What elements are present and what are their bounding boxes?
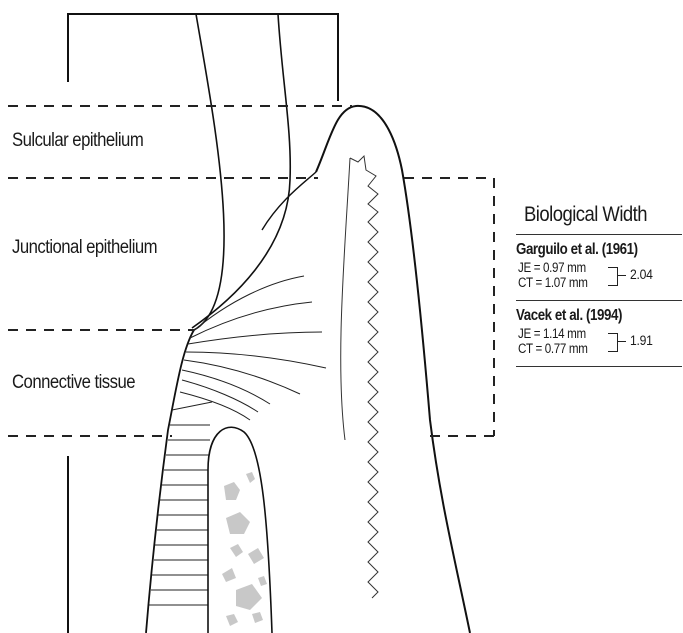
total-value: 2.04: [630, 267, 653, 282]
sum-bracket: [608, 267, 618, 286]
gingiva-inner-contour: [262, 172, 316, 230]
divider: [516, 300, 682, 301]
study-measurements: JE = 1.14 mm CT = 0.77 mm 1.91: [516, 325, 682, 359]
sum-bracket-tick: [617, 341, 626, 342]
bone-marrow-spaces: [222, 472, 267, 626]
study-vacek: Vacek et al. (1994) JE = 1.14 mm CT = 0.…: [516, 307, 682, 359]
ct-value: CT = 0.77 mm: [518, 341, 588, 356]
study-garguilo: Garguilo et al. (1961) JE = 0.97 mm CT =…: [516, 241, 682, 293]
sum-bracket-tick: [617, 275, 626, 276]
study-measurements: JE = 0.97 mm CT = 1.07 mm 2.04: [516, 259, 682, 293]
enamel-surface-line: [194, 14, 224, 330]
study-title: Garguilo et al. (1961): [516, 241, 659, 259]
biological-width-panel: Biological Width Garguilo et al. (1961) …: [516, 203, 682, 367]
je-value: JE = 0.97 mm: [518, 260, 586, 275]
root-surface-line: [146, 330, 194, 633]
zone-label-connective: Connective tissue: [12, 372, 135, 394]
connective-tissue-contour: [341, 158, 350, 440]
oral-epithelium-wavy-line: [350, 156, 378, 598]
sum-bracket: [608, 333, 618, 352]
divider: [516, 366, 682, 367]
ct-value: CT = 1.07 mm: [518, 275, 588, 290]
panel-title: Biological Width: [524, 203, 663, 227]
total-value: 1.91: [630, 333, 653, 348]
gingival-fibers: [180, 276, 326, 420]
je-value: JE = 1.14 mm: [518, 326, 586, 341]
zone-label-junctional: Junctional epithelium: [12, 237, 157, 259]
zone-label-sulcular: Sulcular epithelium: [12, 130, 143, 152]
gingiva-outline: [316, 106, 470, 633]
study-title: Vacek et al. (1994): [516, 307, 659, 325]
divider: [516, 234, 682, 235]
tooth-surface-line: [192, 14, 290, 328]
